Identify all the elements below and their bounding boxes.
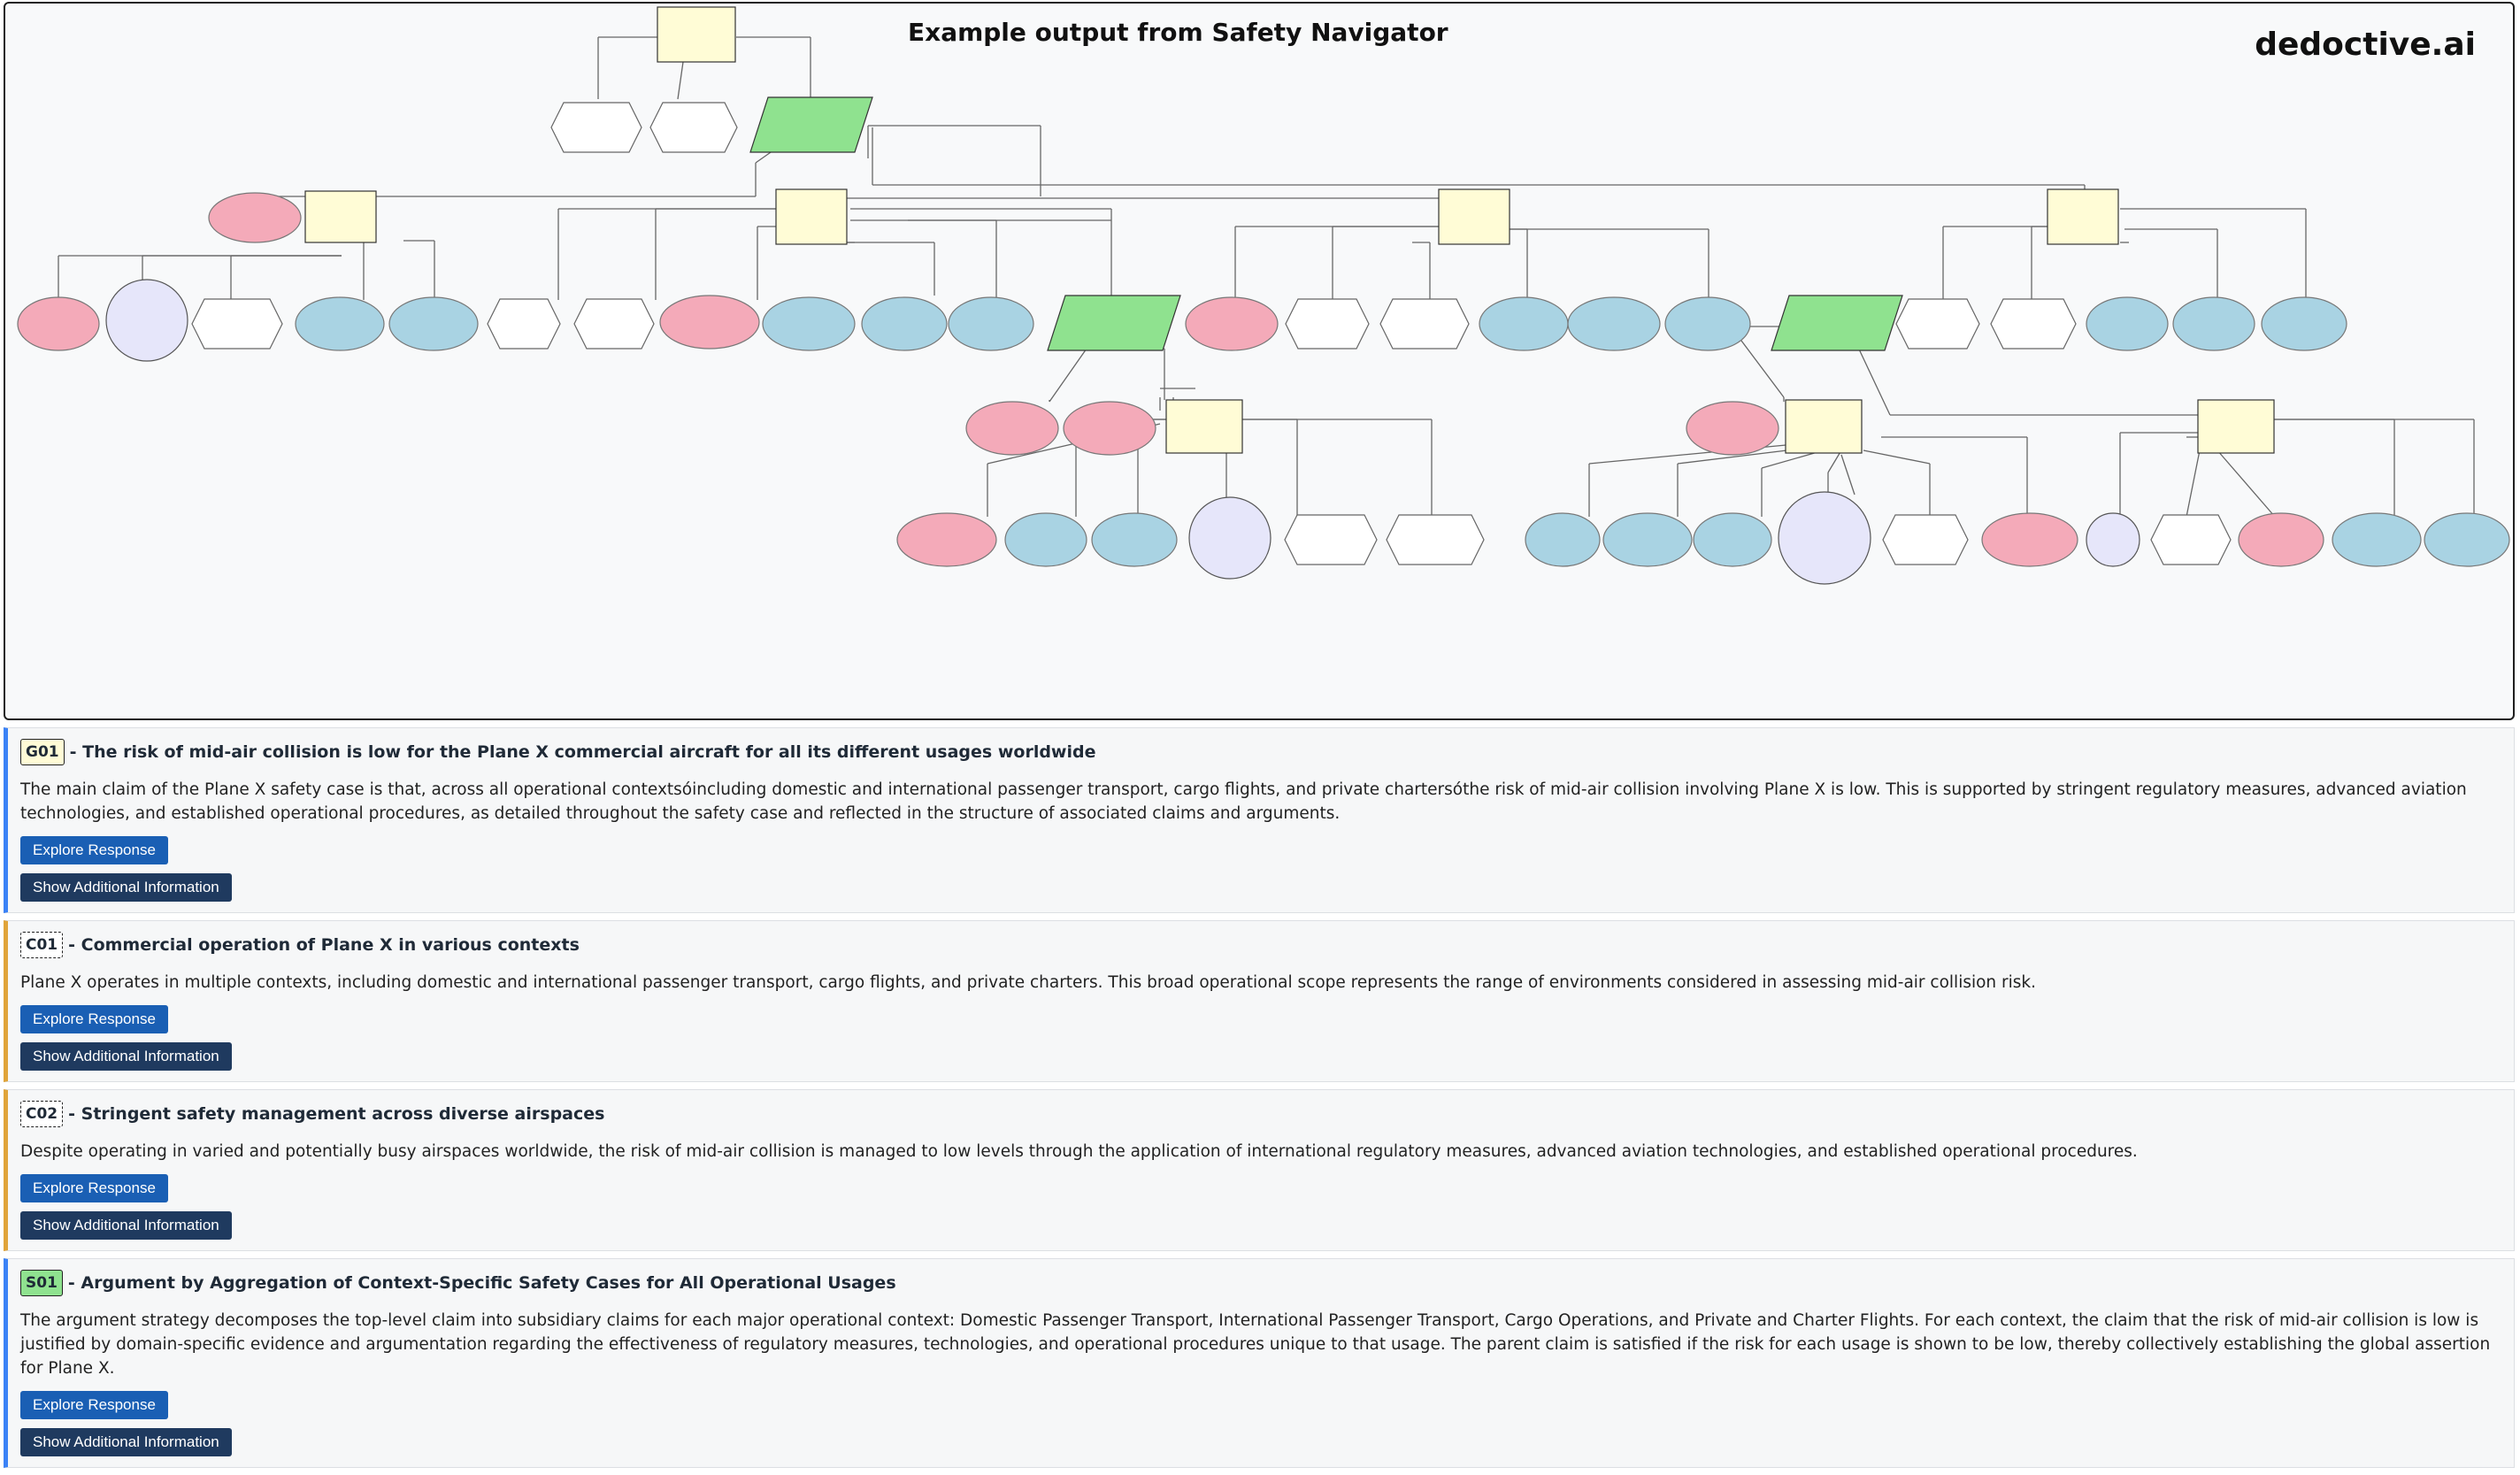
assumption-node [1004,512,1087,567]
assumption-node [1693,512,1772,567]
card-description: Despite operating in varied and potentia… [20,1142,2138,1161]
card-g01: G01 - The risk of mid-air collision is l… [4,727,2515,913]
risk-node [659,295,760,350]
context-node [1284,514,1378,565]
assumption-node [1479,296,1569,351]
node-detail-list: G01 - The risk of mid-air collision is l… [4,727,2515,1475]
context-node [550,102,642,153]
card-c01: C01 - Commercial operation of Plane X in… [4,920,2515,1082]
card-description: Plane X operates in multiple contexts, i… [20,973,2037,992]
connector-line [1863,449,1931,465]
context-node [1895,298,1980,350]
risk-node [965,401,1059,456]
node-tag: S01 [20,1270,63,1296]
node-tag: G01 [20,739,65,765]
context-node [1990,298,2077,350]
assumption-node [2332,512,2422,567]
goal-node [1165,399,1243,454]
assumption-node [1602,512,1693,567]
card-heading: G01 - The risk of mid-air collision is l… [20,739,2501,765]
connector-line [1854,339,1891,416]
card-title: - Argument by Aggregation of Context-Spe… [67,1273,896,1293]
assumption-node [762,296,856,351]
explore-response-button[interactable]: Explore Response [20,1174,168,1202]
diagram-panel[interactable]: Example output from Safety Navigator ded… [4,2,2515,720]
goal-node [2197,399,2275,454]
risk-node [2238,512,2324,567]
assumption-node [388,296,479,351]
card-s01: S01 - Argument by Aggregation of Context… [4,1258,2515,1468]
connector-line [1840,454,1855,496]
card-title: - Commercial operation of Plane X in var… [68,935,580,955]
goal-node [2047,188,2119,245]
risk-node [208,192,302,243]
show-additional-info-button[interactable]: Show Additional Information [20,873,232,902]
card-heading: C02 - Stringent safety management across… [20,1101,2501,1127]
goal-node [1438,188,1510,245]
goal-node [1785,399,1863,454]
show-additional-info-button[interactable]: Show Additional Information [20,1211,232,1240]
solution-node [105,279,188,362]
context-node [2150,514,2232,565]
explore-response-button[interactable]: Explore Response [20,836,168,864]
assumption-node [861,296,948,351]
context-node [487,298,561,350]
assumption-node [1525,512,1601,567]
card-heading: S01 - Argument by Aggregation of Context… [20,1270,2501,1296]
node-tag: C02 [20,1101,64,1127]
assumption-node [948,296,1034,351]
context-node [1882,514,1969,565]
context-node [573,298,655,350]
connector-line [2217,449,2276,518]
connector-line [1827,449,1842,473]
strategy-node [1047,295,1181,351]
context-node [1285,298,1370,350]
assumption-node [2172,296,2255,351]
risk-node [1185,296,1279,351]
risk-node [1981,512,2078,567]
connector-line [2186,449,2201,518]
explore-response-button[interactable]: Explore Response [20,1391,168,1419]
risk-node [896,512,997,567]
explore-response-button[interactable]: Explore Response [20,1005,168,1033]
context-node [1379,298,1470,350]
node-tag: C01 [20,932,64,958]
risk-node [1063,401,1156,456]
show-additional-info-button[interactable]: Show Additional Information [20,1042,232,1071]
connector-line [1588,441,1825,465]
card-description: The main claim of the Plane X safety cas… [20,780,2467,823]
goal-node [775,188,848,245]
assumption-node [2261,296,2347,351]
card-description: The argument strategy decomposes the top… [20,1311,2491,1378]
solution-node [2086,512,2140,567]
card-heading: C01 - Commercial operation of Plane X in… [20,932,2501,958]
solution-node [1778,491,1871,585]
strategy-node [749,96,873,153]
goal-node [304,190,377,243]
assumption-node [2424,512,2510,567]
show-additional-info-button[interactable]: Show Additional Information [20,1428,232,1456]
card-title: - Stringent safety management across div… [68,1104,605,1124]
assumption-node [1091,512,1178,567]
solution-node [1188,496,1272,580]
assumption-node [1567,296,1661,351]
card-title: - The risk of mid-air collision is low f… [69,742,1096,762]
context-node [191,298,283,350]
assumption-node [295,296,385,351]
assumption-node [2086,296,2169,351]
card-c02: C02 - Stringent safety management across… [4,1089,2515,1251]
strategy-node [1771,295,1903,351]
brand-logo: dedoctive.ai [2255,27,2476,63]
assumption-node [1664,296,1751,351]
risk-node [17,296,100,351]
gsn-diagram[interactable] [5,4,2513,718]
context-node [649,102,738,153]
risk-node [1686,401,1779,456]
context-node [1386,514,1485,565]
goal-node-top [657,6,736,63]
diagram-title: Example output from Safety Navigator [908,18,1448,47]
